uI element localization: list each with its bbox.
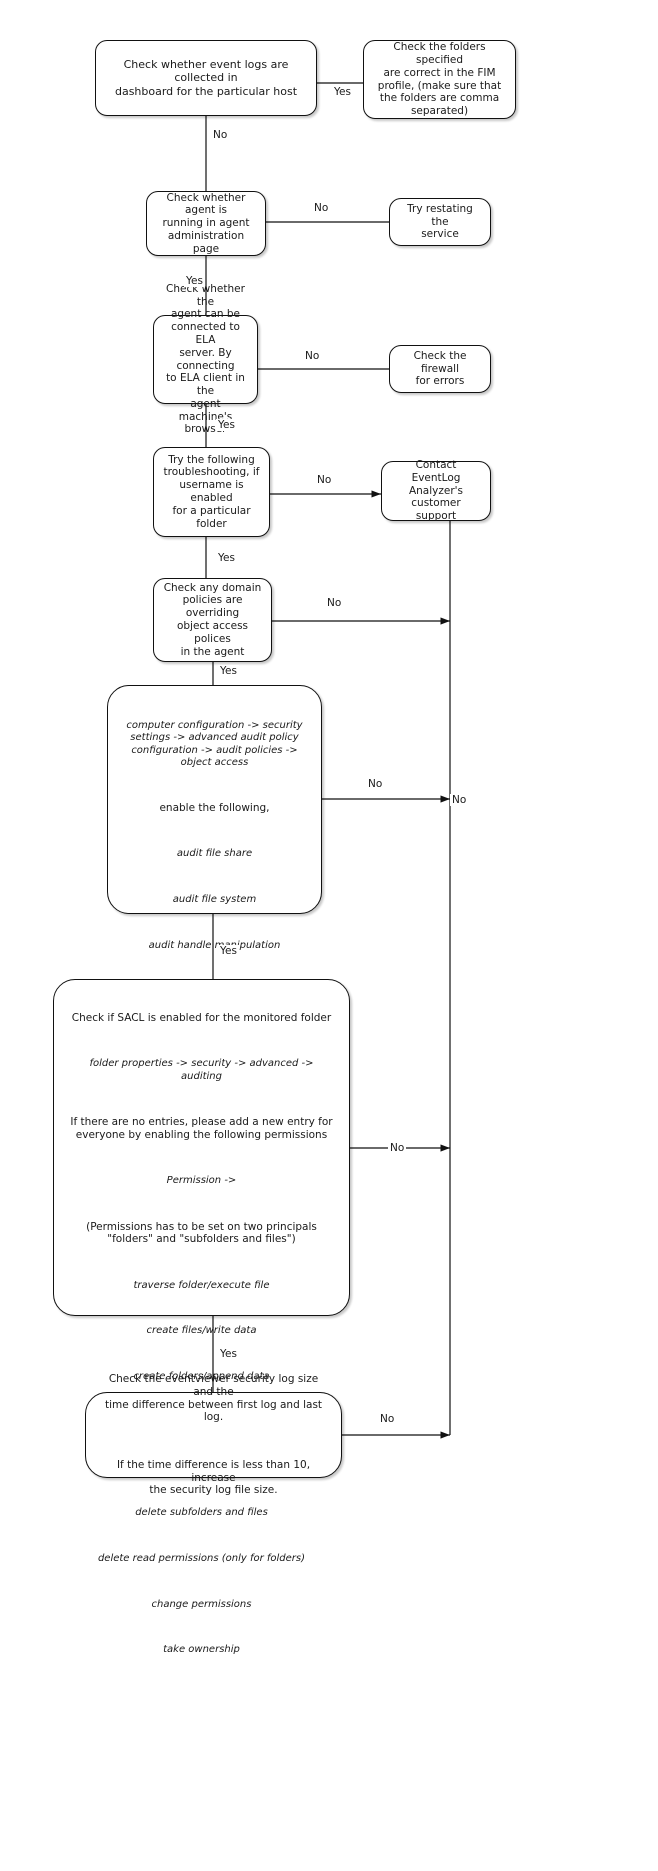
- edge-label-yes: Yes: [216, 419, 237, 431]
- node-check-agent-running[interactable]: Check whether agent is running in agent …: [146, 191, 266, 256]
- node-try-restarting-service[interactable]: Try restating the service: [389, 198, 491, 246]
- sacl-heading: Check if SACL is enabled for the monitor…: [71, 1012, 332, 1025]
- edge-label-no: No: [450, 794, 469, 806]
- final-line-2: If the time difference is less than 10, …: [116, 1458, 311, 1497]
- sacl-box-content: Check if SACL is enabled for the monitor…: [68, 1000, 335, 1668]
- node-eventviewer-log-size[interactable]: Check the eventviewer security log size …: [85, 1373, 342, 1496]
- final-line-1: Check the eventviewer security log size …: [104, 1372, 323, 1424]
- edge-label-no: No: [211, 129, 230, 141]
- sacl-item: create files/write data: [146, 1325, 257, 1337]
- edge-label-no: No: [303, 350, 322, 362]
- node-label: Contact EventLog Analyzer's customer sup…: [408, 459, 464, 523]
- edge-label-yes: Yes: [218, 1348, 239, 1360]
- node-label: Check whether the agent can be connected…: [166, 282, 245, 436]
- node-label: Check the firewall for errors: [413, 349, 467, 388]
- node-check-agent-ela-connection[interactable]: Check whether the agent can be connected…: [153, 283, 258, 435]
- edge-label-no: No: [325, 597, 344, 609]
- audit-path-line: computer configuration -> security setti…: [126, 720, 303, 768]
- edge-label-yes: Yes: [332, 86, 353, 98]
- node-label: Check the folders specified are correct …: [377, 41, 502, 118]
- edge-label-yes: Yes: [216, 552, 237, 564]
- edge-label-no: No: [312, 202, 331, 214]
- edge-label-yes: Yes: [218, 665, 239, 677]
- node-audit-policy-settings[interactable]: computer configuration -> security setti…: [107, 685, 322, 1042]
- sacl-item: create folders/append data: [133, 1370, 270, 1382]
- node-contact-support[interactable]: Contact EventLog Analyzer's customer sup…: [381, 459, 491, 523]
- edge-label-no: No: [388, 1142, 407, 1154]
- edge-label-no: No: [366, 778, 385, 790]
- audit-item: audit file share: [176, 848, 253, 860]
- audit-enable-line: enable the following,: [159, 802, 270, 815]
- sacl-principals-line: (Permissions has to be set on two princi…: [86, 1220, 317, 1246]
- sacl-item: change permissions: [151, 1598, 252, 1610]
- sacl-item: delete subfolders and files: [135, 1507, 268, 1519]
- node-check-domain-policies[interactable]: Check any domain policies are overriding…: [153, 578, 272, 662]
- node-check-fim-folders[interactable]: Check the folders specified are correct …: [363, 40, 516, 119]
- node-label: Check any domain policies are overriding…: [163, 581, 262, 658]
- node-label: Try the following troubleshooting, if us…: [163, 453, 260, 530]
- node-label: Try restating the service: [407, 202, 473, 241]
- audit-item: audit file system: [172, 894, 257, 906]
- sacl-item: delete read permissions (only for folder…: [97, 1552, 306, 1564]
- edge-label-yes: Yes: [218, 945, 239, 957]
- node-sacl-permissions[interactable]: Check if SACL is enabled for the monitor…: [53, 979, 350, 1655]
- edge-label-yes: Yes: [184, 275, 205, 287]
- sacl-item: traverse folder/execute file: [133, 1279, 270, 1291]
- edge-label-no: No: [378, 1413, 397, 1425]
- final-box-content: Check the eventviewer security log size …: [98, 1360, 329, 1510]
- sacl-permission-label: Permission ->: [166, 1175, 237, 1187]
- node-check-firewall[interactable]: Check the firewall for errors: [389, 345, 491, 393]
- node-try-troubleshooting-username[interactable]: Try the following troubleshooting, if us…: [153, 447, 270, 537]
- node-label: Check whether event logs are collected i…: [114, 57, 298, 98]
- sacl-path-line: folder properties -> security -> advance…: [89, 1058, 314, 1082]
- sacl-item: take ownership: [163, 1644, 240, 1656]
- audit-item: audit handle manipulation: [148, 939, 281, 951]
- node-check-event-logs[interactable]: Check whether event logs are collected i…: [95, 40, 317, 116]
- node-label: Check whether agent is running in agent …: [162, 191, 250, 255]
- edge-label-no: No: [315, 474, 334, 486]
- sacl-note-line: If there are no entries, please add a ne…: [70, 1116, 333, 1141]
